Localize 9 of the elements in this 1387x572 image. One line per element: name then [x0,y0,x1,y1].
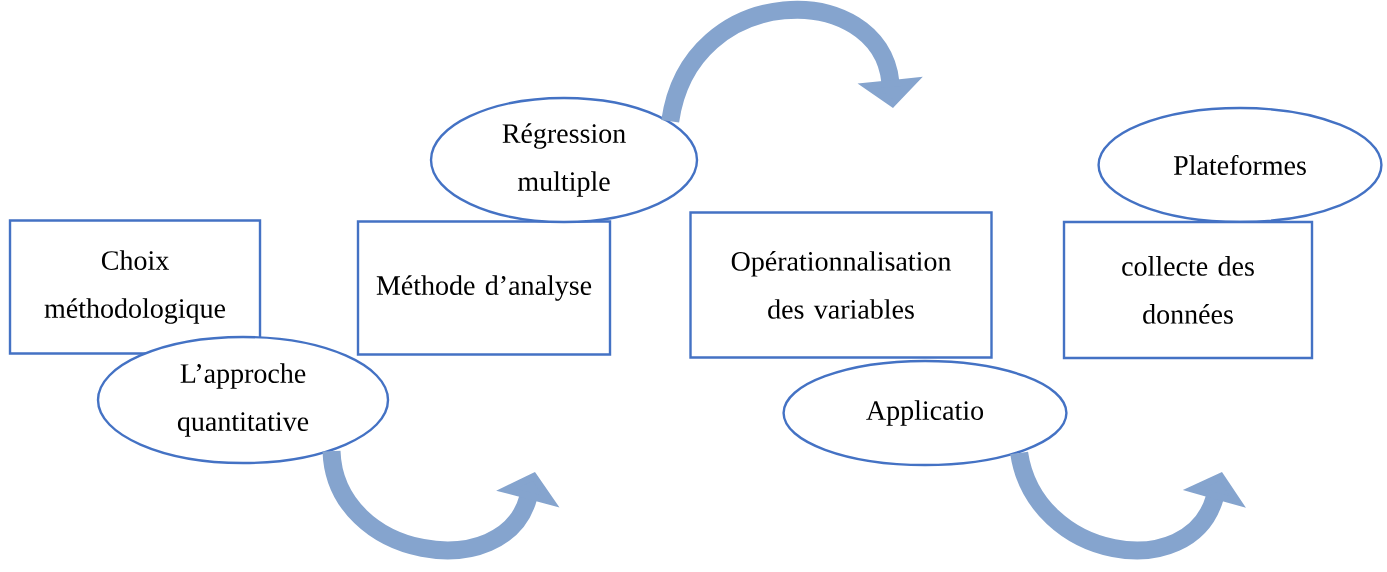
ellipse-node: Applicatio [782,359,1068,467]
process-box: Choix méthodologique [8,219,262,355]
curved-arrow [661,1,923,124]
process-box: Méthode d’analyse [356,220,612,356]
ellipse-node: Plateformes [1097,106,1383,224]
process-box: Opérationnalisation des variables [689,211,993,359]
ellipse-node: Régression multiple [429,96,699,224]
process-box: collecte des données [1062,220,1314,360]
ellipse-node: L’approche quantitative [96,335,390,465]
